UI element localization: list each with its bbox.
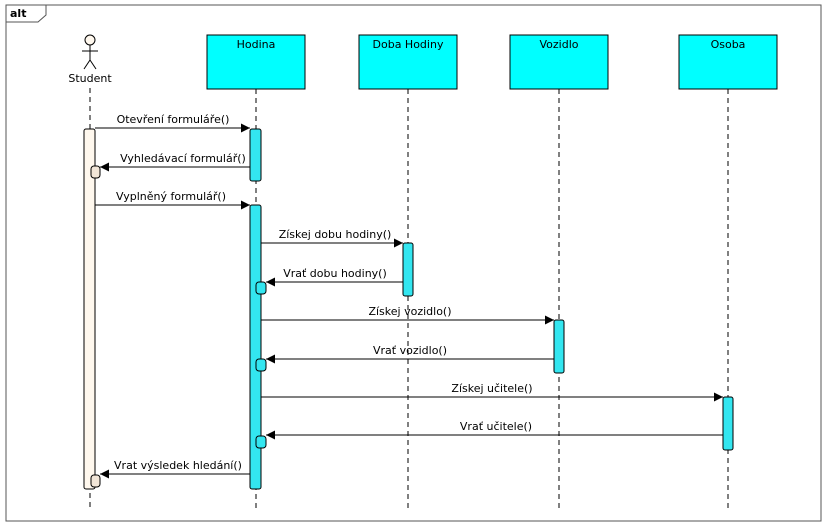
activation-bar-student-nested <box>90 165 101 179</box>
stick-figure-icon <box>82 34 98 70</box>
activation-bar-student-nested <box>90 474 101 488</box>
lifeline-box <box>678 34 778 90</box>
activation-bar-osoba <box>722 396 734 451</box>
activation-bar-vozidlo <box>553 319 565 374</box>
activation-bar-doba-hodiny <box>402 242 414 297</box>
message-label: Vyhledávací formulář() <box>120 152 246 165</box>
message-label: Získej dobu hodiny() <box>279 228 392 241</box>
message-label: Získej vozidlo() <box>368 305 451 318</box>
alt-frame-label: alt <box>10 7 26 20</box>
message-label: Získej učitele() <box>451 382 532 395</box>
activation-bar-hodina <box>249 204 262 490</box>
lifeline-box <box>358 34 458 90</box>
lifeline-hodina[interactable]: Hodina <box>206 34 306 90</box>
lifeline-label: Vozidlo <box>540 38 579 51</box>
message-label: Vrať učitele() <box>460 420 532 433</box>
lifeline-label: Hodina <box>237 38 276 51</box>
activation-bar-student <box>83 128 96 490</box>
activation-bar-hodina-nested <box>255 281 267 295</box>
lifeline-osoba[interactable]: Osoba <box>678 34 778 90</box>
lifeline-doba-hodiny[interactable]: Doba Hodiny <box>358 34 458 90</box>
activation-bar-hodina <box>249 128 262 182</box>
message-label: Vrat výsledek hledání() <box>114 459 242 472</box>
message-label: Otevření formuláře() <box>117 113 230 126</box>
lifeline-label: Doba Hodiny <box>373 38 444 51</box>
message-label: Vrať dobu hodiny() <box>283 267 387 280</box>
lifeline-label: Osoba <box>711 38 746 51</box>
alt-frame <box>5 4 822 522</box>
activation-bar-hodina-nested <box>255 435 267 449</box>
actor-label: Student <box>68 72 112 85</box>
lifeline-vozidlo[interactable]: Vozidlo <box>509 34 609 90</box>
activation-bar-hodina-nested <box>255 358 267 372</box>
student-actor[interactable]: Student <box>68 34 112 85</box>
alt-frame-tag <box>5 4 47 23</box>
message-label: Vyplněný formulář() <box>116 190 226 203</box>
message-label: Vrať vozidlo() <box>373 344 447 357</box>
lifeline-box <box>509 34 609 90</box>
